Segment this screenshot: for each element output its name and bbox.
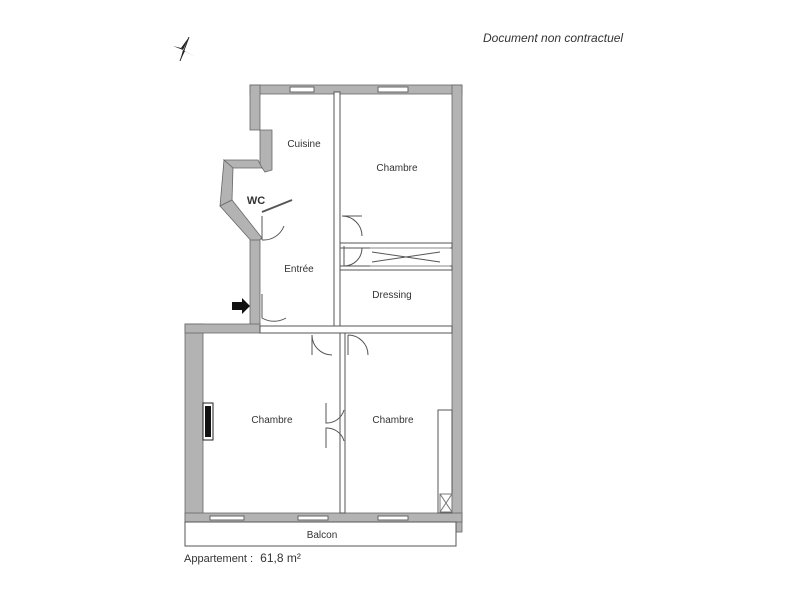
room-label-wc: WC [247,195,265,207]
radiator [439,493,453,513]
fireplace [202,402,214,441]
room-label-chambre-right: Chambre [372,415,414,426]
room-label-chambre-top: Chambre [376,163,418,174]
room-label-cuisine: Cuisine [287,139,321,150]
area-summary: Appartement : 61,8 m² [184,551,301,565]
interior-walls [259,91,453,514]
exterior-walls [184,84,463,533]
entrance-arrow-icon [232,298,250,314]
windows [209,86,409,521]
dressing-closet [370,247,450,267]
balcony [184,521,457,547]
area-label: Appartement : [184,553,254,565]
room-label-entree: Entrée [284,264,314,275]
room-label-dressing: Dressing [372,290,411,301]
room-label-chambre-left: Chambre [251,415,293,426]
disclaimer-text: Document non contractuel [483,31,624,45]
area-value: 61,8 m² [260,551,301,565]
north-arrow-icon [173,36,195,62]
doors [261,215,441,448]
room-label-balcon: Balcon [307,530,338,541]
